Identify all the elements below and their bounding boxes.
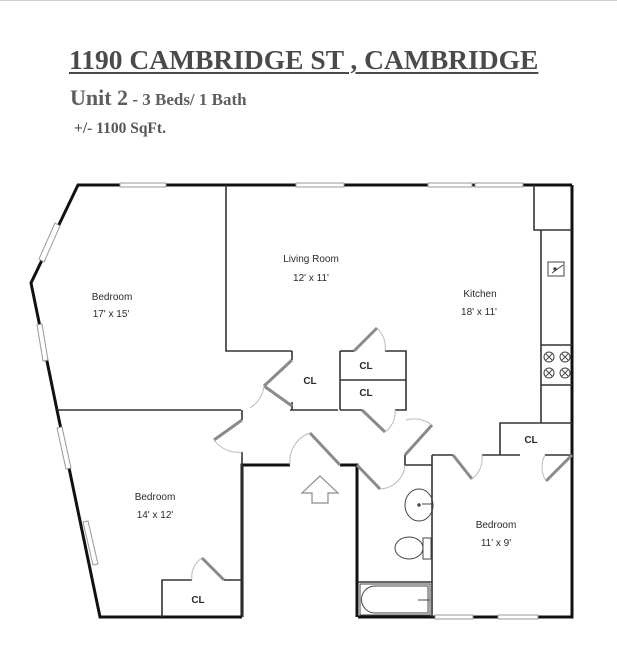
window <box>56 426 72 470</box>
door-bedroom-se <box>451 454 483 480</box>
room-size: 14' x 12' <box>137 510 174 521</box>
room-name: Bedroom <box>476 520 517 531</box>
window <box>434 614 474 620</box>
room-bedroom-sw: Bedroom 14' x 12' <box>135 492 176 521</box>
window <box>38 222 61 263</box>
door-hall-closet <box>249 358 294 409</box>
room-kitchen: Kitchen 18' x 11' <box>461 289 497 318</box>
doors <box>191 326 574 582</box>
room-size: 12' x 11' <box>293 273 329 284</box>
room-name: Bedroom <box>135 492 176 503</box>
window <box>295 182 345 188</box>
room-size: 18' x 11' <box>461 307 497 318</box>
exterior-walls <box>29 183 574 619</box>
door-bathroom <box>355 463 406 491</box>
unit-subtitle: Unit 2 - 3 Beds/ 1 Bath <box>70 85 247 111</box>
closet-upper-label: CL <box>359 361 372 372</box>
room-living-room: Living Room 12' x 11' <box>283 254 339 284</box>
room-name: Living Room <box>283 254 339 265</box>
room-size: 17' x 15' <box>93 309 130 320</box>
window <box>36 323 49 362</box>
door-closet-upper <box>352 326 386 353</box>
room-bedroom-se: Bedroom 11' x 9' <box>476 520 517 549</box>
top-border <box>0 0 617 1</box>
room-size: 11' x 9' <box>481 538 511 549</box>
door-closet-lower <box>360 408 396 434</box>
window <box>474 182 524 188</box>
unit-details: - 3 Beds/ 1 Bath <box>128 90 247 109</box>
door-entry <box>289 431 342 467</box>
door-bedroom-sw <box>213 418 243 453</box>
window <box>82 520 99 566</box>
square-footage: +/- 1100 SqFt. <box>74 120 166 137</box>
kitchen-sink-icon <box>547 261 565 277</box>
closet-kitchen-label: CL <box>524 435 537 446</box>
property-address-title: 1190 CAMBRIDGE ST , CAMBRIDGE <box>69 44 539 75</box>
toilet-icon <box>394 536 432 560</box>
door-bedroom-sw-closet <box>191 556 226 582</box>
room-name: Kitchen <box>463 289 496 300</box>
stove-icon <box>543 351 571 379</box>
room-bedroom-nw: Bedroom 17' x 15' <box>92 292 133 320</box>
door-kitchen-closet <box>541 453 574 483</box>
closet-bedroom-sw-label: CL <box>191 595 204 606</box>
closet-lower-label: CL <box>359 388 372 399</box>
windows <box>36 182 539 620</box>
entry-arrow-icon <box>300 475 340 504</box>
window <box>427 182 473 188</box>
unit-number: Unit 2 <box>70 85 129 110</box>
interior-walls <box>57 185 572 617</box>
bathtub-icon <box>359 583 431 616</box>
room-name: Bedroom <box>92 292 133 303</box>
bathroom-sink-icon <box>404 488 434 522</box>
window <box>119 182 167 188</box>
closet-hall-label: CL <box>303 376 316 387</box>
door-hall-right <box>403 418 434 457</box>
window <box>497 614 539 620</box>
